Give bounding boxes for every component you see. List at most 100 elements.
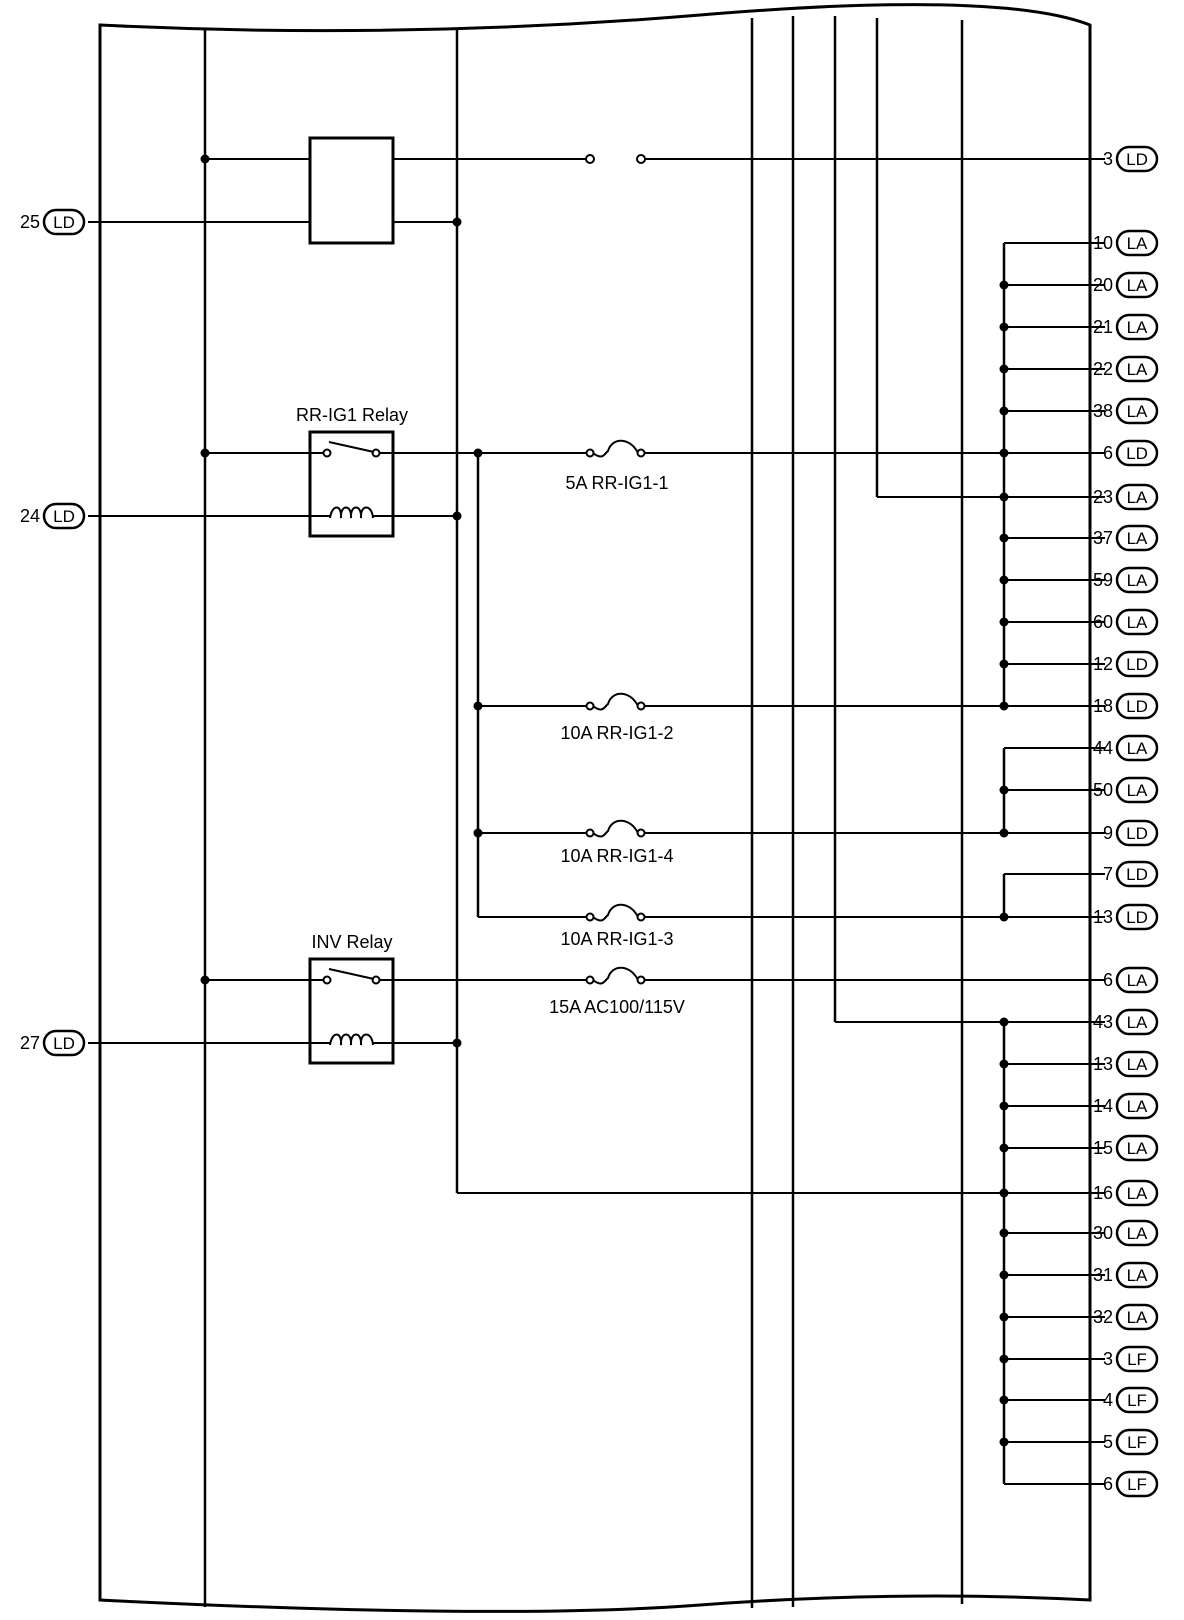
fuse-rr_ig1_2 — [585, 692, 646, 711]
pin-number: 30 — [1093, 1223, 1113, 1243]
connector-code: LD — [1126, 655, 1148, 674]
connector-code: LD — [1126, 865, 1148, 884]
inv-relay-symbol — [308, 957, 395, 1065]
right-connector-6-LA: 6 LA — [1103, 966, 1159, 994]
connector-code: LF — [1127, 1475, 1147, 1494]
connector-code: LA — [1127, 1013, 1148, 1032]
connector-code: LA — [1127, 781, 1148, 800]
connector-code: LD — [1126, 824, 1148, 843]
fuse-rr_ig1_1 — [585, 439, 646, 458]
pin-number: 12 — [1093, 654, 1113, 674]
pin-number: 6 — [1103, 1474, 1113, 1494]
pin-number: 4 — [1103, 1390, 1113, 1410]
pin-number: 13 — [1093, 1054, 1113, 1074]
pin-number: 15 — [1093, 1138, 1113, 1158]
pin-number: 6 — [1103, 970, 1113, 990]
junction-dots — [200, 154, 1009, 1447]
connector-code: LA — [1127, 571, 1148, 590]
pin-number: 6 — [1103, 443, 1113, 463]
right-connector-5-LF: 5 LF — [1103, 1428, 1159, 1456]
connector-code: LF — [1127, 1433, 1147, 1452]
pin-number: 50 — [1093, 780, 1113, 800]
right-connector-59-LA: 59 LA — [1093, 566, 1159, 594]
connector-code: LA — [1127, 613, 1148, 632]
right-connector-15-LA: 15 LA — [1093, 1134, 1159, 1162]
connector-code: LA — [1127, 971, 1148, 990]
connector-code: LA — [1127, 529, 1148, 548]
pin-number: 14 — [1093, 1096, 1113, 1116]
right-connector-3-LF: 3 LF — [1103, 1345, 1159, 1373]
right-connector-37-LA: 37 LA — [1093, 524, 1159, 552]
connector-code: LA — [1127, 739, 1148, 758]
right-connector-50-LA: 50 LA — [1093, 776, 1159, 804]
connector-code: LF — [1127, 1350, 1147, 1369]
inv-relay-label: INV Relay — [311, 932, 392, 952]
right-connector-18-LD: 18 LD — [1093, 692, 1159, 720]
pin-number: 27 — [20, 1033, 40, 1053]
connector-code: LD — [1126, 697, 1148, 716]
right-connector-31-LA: 31 LA — [1093, 1261, 1159, 1289]
pin-number: 3 — [1103, 149, 1113, 169]
connector-code: LD — [53, 507, 75, 526]
pin-number: 13 — [1093, 907, 1113, 927]
pin-number: 32 — [1093, 1307, 1113, 1327]
connector-code: LA — [1127, 1266, 1148, 1285]
connector-code: LA — [1127, 234, 1148, 253]
right-connector-32-LA: 32 LA — [1093, 1303, 1159, 1331]
right-connector-6-LF: 6 LF — [1103, 1470, 1159, 1498]
connector-code: LD — [1126, 908, 1148, 927]
pin-number: 21 — [1093, 317, 1113, 337]
connector-code: LA — [1127, 488, 1148, 507]
diagram-border — [98, 3, 1092, 1613]
connector-code: LA — [1127, 1308, 1148, 1327]
right-connector-30-LA: 30 LA — [1093, 1219, 1159, 1247]
connector-code: LD — [53, 213, 75, 232]
pin-number: 38 — [1093, 401, 1113, 421]
pin-number: 5 — [1103, 1432, 1113, 1452]
connector-code: LA — [1127, 1139, 1148, 1158]
connector-code: LD — [53, 1034, 75, 1053]
relay-box-top — [308, 136, 395, 245]
right-connector-12-LD: 12 LD — [1093, 650, 1159, 678]
rr-ig1-relay-symbol — [308, 430, 395, 538]
fuse-label-rr_ig1_1: 5A RR-IG1-1 — [565, 473, 668, 493]
connector-code: LA — [1127, 276, 1148, 295]
pin-number: 59 — [1093, 570, 1113, 590]
fuse-rr_ig1_3 — [585, 903, 646, 922]
fuse-label-rr_ig1_3: 10A RR-IG1-3 — [560, 929, 673, 949]
connector-code: LA — [1127, 1224, 1148, 1243]
pin-number: 18 — [1093, 696, 1113, 716]
right-connector-13-LD: 13 LD — [1093, 903, 1159, 931]
connector-code: LA — [1127, 1055, 1148, 1074]
connector-code: LD — [1126, 444, 1148, 463]
right-connector-9-LD: 9 LD — [1103, 819, 1159, 847]
right-connector-44-LA: 44 LA — [1093, 734, 1159, 762]
pin-number: 9 — [1103, 823, 1113, 843]
wires — [88, 158, 1105, 1485]
right-connector-6-LD: 6 LD — [1103, 439, 1159, 467]
fuse-label-rr_ig1_4: 10A RR-IG1-4 — [560, 846, 673, 866]
pin-number: 44 — [1093, 738, 1113, 758]
pin-number: 37 — [1093, 528, 1113, 548]
pin-number: 31 — [1093, 1265, 1113, 1285]
fuse-label-ac100: 15A AC100/115V — [549, 997, 685, 1017]
connector-code: LD — [1126, 150, 1148, 169]
pin-number: 3 — [1103, 1349, 1113, 1369]
fuse-label-rr_ig1_2: 10A RR-IG1-2 — [560, 723, 673, 743]
connector-code: LA — [1127, 360, 1148, 379]
